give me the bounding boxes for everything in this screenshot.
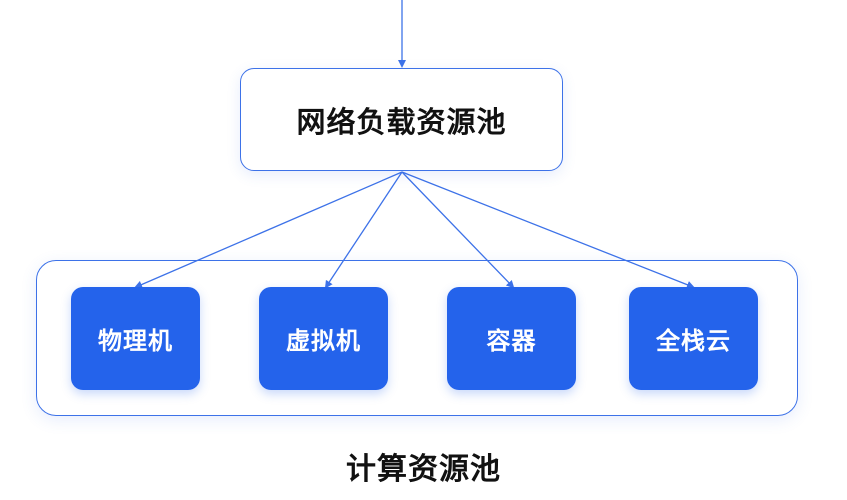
node-virtual-machine: 虚拟机 — [259, 287, 388, 390]
load-balancer-pool-box: 网络负载资源池 — [240, 68, 563, 171]
node-label: 物理机 — [98, 327, 173, 355]
node-label: 虚拟机 — [286, 327, 361, 355]
load-balancer-pool-title: 网络负载资源池 — [296, 104, 507, 139]
node-full-stack-cloud: 全栈云 — [629, 287, 758, 390]
arrow-to-physical — [134, 171, 403, 289]
arrow-to-container — [401, 171, 515, 289]
node-container: 容器 — [447, 287, 576, 390]
node-physical-machine: 物理机 — [71, 287, 200, 390]
node-label: 容器 — [486, 327, 537, 355]
compute-pool-label: 计算资源池 — [346, 452, 501, 487]
arrow-to-fullstack — [401, 171, 695, 289]
node-label: 全栈云 — [656, 327, 731, 355]
arrow-to-vm — [324, 171, 403, 289]
